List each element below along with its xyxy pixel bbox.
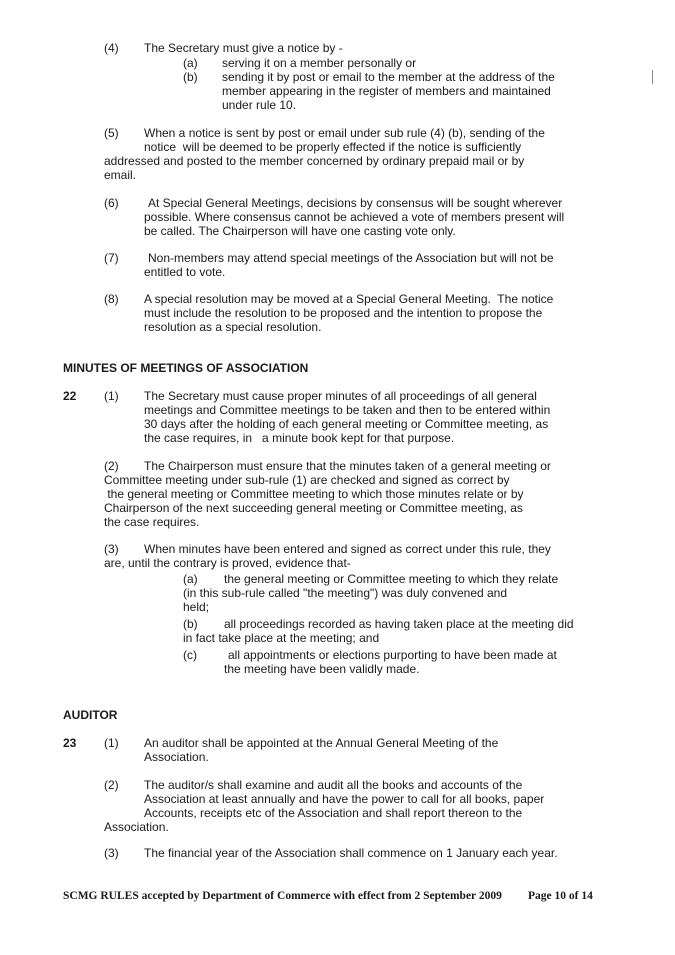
subrule-text: Non-members may attend special meetings …: [148, 251, 554, 265]
item-text: all proceedings recorded as having taken…: [224, 617, 574, 631]
item-text: held;: [183, 600, 210, 614]
subrule-number: (8): [104, 292, 119, 306]
section-heading-auditor: AUDITOR: [63, 708, 118, 722]
item-text: the meeting have been validly made.: [224, 662, 420, 676]
footer-title: SCMG RULES accepted by Department of Com…: [63, 890, 502, 902]
subrule-text: notice will be deemed to be properly eff…: [144, 140, 522, 154]
subrule-text: Committee meeting under sub-rule (1) are…: [104, 473, 510, 487]
subrule-text: are, until the contrary is proved, evide…: [104, 556, 351, 570]
subrule-text: email.: [104, 168, 137, 182]
subrule-text: The Secretary must cause proper minutes …: [144, 389, 537, 403]
subrule-number: (3): [104, 542, 119, 556]
subrule-number: (6): [104, 196, 119, 210]
subrule-text: be called. The Chairperson will have one…: [144, 224, 456, 238]
subrule-text: the case requires.: [104, 515, 200, 529]
subrule-number: (4): [104, 41, 119, 55]
subrule-text: The auditor/s shall examine and audit al…: [144, 778, 523, 792]
subrule-text: must include the resolution to be propos…: [144, 306, 543, 320]
subrule-text: meetings and Committee meetings to be ta…: [144, 403, 551, 417]
subrule-number: (5): [104, 126, 119, 140]
subrule-number: (3): [104, 846, 119, 860]
rule-number: 23: [63, 736, 77, 750]
subrule-text: At Special General Meetings, decisions b…: [148, 196, 563, 210]
subrule-number: (2): [104, 459, 119, 473]
subrule-text: resolution as a special resolution.: [144, 320, 322, 334]
subrule-text: The Secretary must give a notice by -: [144, 41, 343, 55]
subrule-text: The financial year of the Association sh…: [144, 846, 558, 860]
item-label: (b): [183, 617, 198, 631]
item-text: under rule 10.: [222, 98, 297, 112]
subrule-text: Association.: [144, 750, 209, 764]
item-text: in fact take place at the meeting; and: [183, 631, 380, 645]
subrule-text: When a notice is sent by post or email u…: [144, 126, 545, 140]
subrule-text: When minutes have been entered and signe…: [144, 542, 551, 556]
item-label: (a): [183, 572, 198, 586]
page-number: Page 10 of 14: [528, 890, 593, 902]
subrule-text: Association at least annually and have t…: [144, 792, 545, 806]
subrule-text: The Chairperson must ensure that the min…: [144, 459, 551, 473]
subrule-text: possible. Where consensus cannot be achi…: [144, 210, 565, 224]
subrule-text: 30 days after the holding of each genera…: [144, 417, 549, 431]
section-heading-minutes: MINUTES OF MEETINGS OF ASSOCIATION: [63, 361, 309, 375]
subrule-text: addressed and posted to the member conce…: [104, 154, 525, 168]
item-text: all appointments or elections purporting…: [228, 648, 557, 662]
subrule-text: Chairperson of the next succeeding gener…: [104, 501, 523, 515]
item-text: the general meeting or Committee meeting…: [224, 572, 559, 586]
subrule-number: (1): [104, 736, 119, 750]
subrule-text: Accounts, receipts etc of the Associatio…: [144, 806, 523, 820]
subrule-number: (7): [104, 251, 119, 265]
item-label: (b): [183, 70, 198, 84]
subrule-text: Association.: [104, 820, 169, 834]
item-text: (in this sub-rule called "the meeting") …: [183, 586, 508, 600]
scan-artifact: [652, 70, 653, 84]
item-text: sending it by post or email to the membe…: [222, 70, 555, 84]
item-label: (c): [183, 648, 197, 662]
subrule-number: (1): [104, 389, 119, 403]
subrule-text: entitled to vote.: [144, 265, 226, 279]
subrule-text: the case requires, in a minute book kept…: [144, 431, 455, 445]
subrule-text: the general meeting or Committee meeting…: [104, 487, 524, 501]
subrule-number: (2): [104, 778, 119, 792]
item-text: serving it on a member personally or: [222, 56, 417, 70]
rule-number: 22: [63, 389, 77, 403]
item-text: member appearing in the register of memb…: [222, 84, 551, 98]
subrule-text: A special resolution may be moved at a S…: [144, 292, 554, 306]
item-label: (a): [183, 56, 198, 70]
subrule-text: An auditor shall be appointed at the Ann…: [144, 736, 499, 750]
